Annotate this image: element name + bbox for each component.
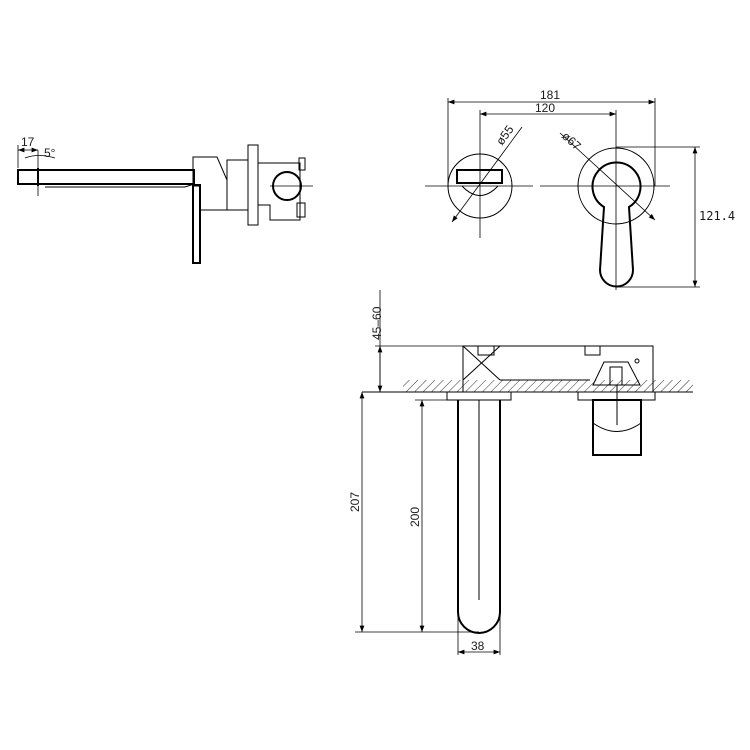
- side-view: 17 5°: [17, 135, 313, 264]
- front-view: 45–60 207 200 38: [348, 290, 693, 655]
- spout-front: [457, 400, 501, 634]
- cartridge-side: [226, 159, 249, 211]
- wall-hatch: [403, 380, 693, 392]
- cartridge-nut: [592, 361, 641, 386]
- spout-flange: [446, 391, 512, 401]
- top-view: 181 120 ø55 ø67 121.4: [425, 88, 735, 290]
- dim-label-angle: 5°: [44, 146, 56, 160]
- dim-label-121-4: 121.4: [699, 209, 735, 223]
- mixer-lever-top: [591, 161, 642, 288]
- body-cross: [462, 345, 590, 381]
- dim-label-d55: ø55: [493, 123, 517, 148]
- valve-nut-bottom: [296, 202, 306, 218]
- lever-side: [192, 184, 201, 264]
- dim-label-17: 17: [21, 135, 35, 149]
- flange-side: [247, 144, 259, 226]
- spout-side: [17, 169, 195, 185]
- valve-box-side: [257, 162, 301, 221]
- outlet-nut: [477, 345, 495, 356]
- spout-outlet-top: [456, 169, 503, 184]
- dim-label-207: 207: [348, 492, 362, 512]
- lever-curve: [592, 422, 642, 432]
- dim-label-181: 181: [540, 88, 560, 102]
- dim-label-d67: ø67: [559, 129, 584, 153]
- screw-dot: [634, 358, 640, 364]
- valve-nut-top: [298, 157, 306, 171]
- cartridge-stem: [609, 366, 623, 386]
- dim-diameter-67: [559, 132, 656, 221]
- dim-diameter-55: [451, 126, 523, 223]
- mixer-body-side: [192, 156, 228, 211]
- dim-label-38: 38: [471, 639, 485, 653]
- dim-label-120: 120: [535, 101, 555, 115]
- dim-label-200: 200: [408, 507, 422, 527]
- dim-label-45-60: 45–60: [370, 306, 384, 340]
- inlet-nut: [584, 345, 601, 356]
- angle-arc: [24, 155, 56, 159]
- spout-underside: [45, 183, 195, 188]
